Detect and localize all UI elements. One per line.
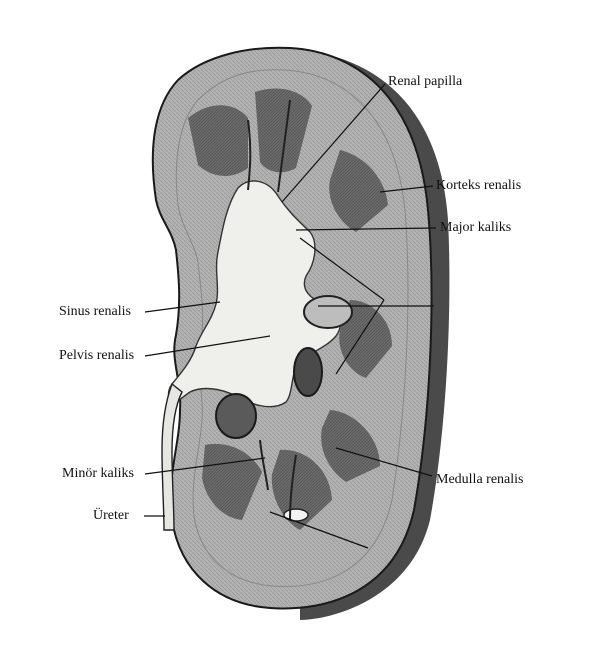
calyx-cavity bbox=[284, 509, 308, 521]
label-medulla-renalis: Medulla renalis bbox=[436, 472, 523, 488]
label-minor-kaliks: Minör kaliks bbox=[62, 466, 134, 482]
label-renal-papilla: Renal papilla bbox=[388, 74, 462, 90]
calyx-cavity bbox=[216, 394, 256, 438]
calyx-cavity bbox=[294, 348, 322, 396]
label-sinus-renalis: Sinus renalis bbox=[59, 304, 131, 320]
calyx-cavity bbox=[304, 296, 352, 328]
label-ureter: Üreter bbox=[93, 508, 129, 524]
label-korteks-renalis: Korteks renalis bbox=[436, 178, 521, 194]
label-pelvis-renalis: Pelvis renalis bbox=[59, 348, 134, 364]
label-major-kaliks: Major kaliks bbox=[440, 220, 511, 236]
